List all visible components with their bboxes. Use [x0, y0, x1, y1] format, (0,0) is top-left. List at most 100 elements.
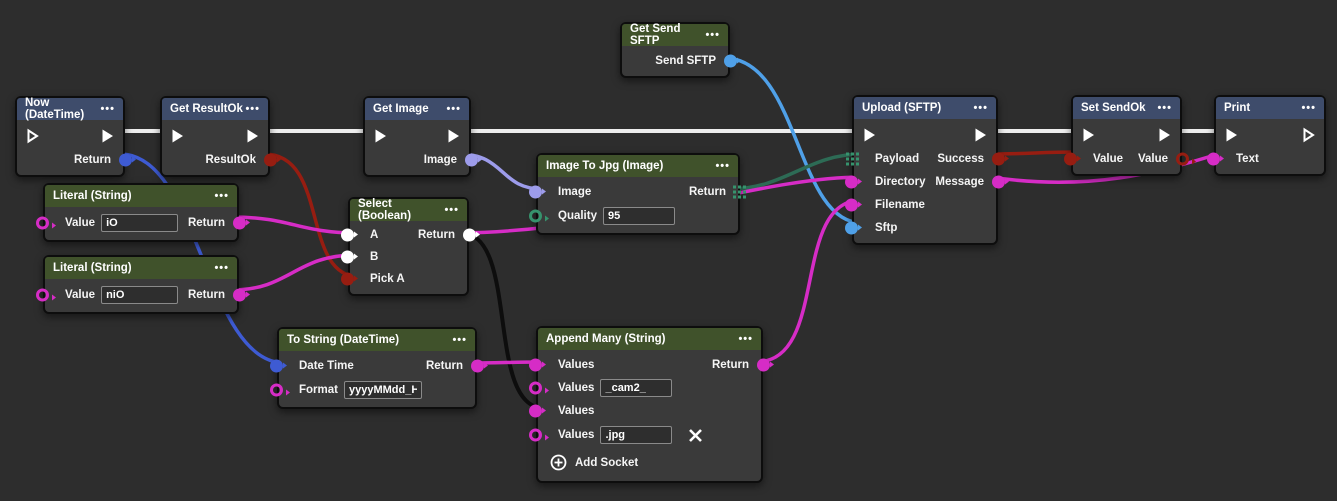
- return-output-pin[interactable]: [233, 289, 246, 302]
- node-literal-string-1[interactable]: Literal (String) ••• Value Return: [43, 183, 239, 242]
- resultok-output-pin[interactable]: [264, 153, 277, 166]
- format-field[interactable]: [344, 381, 422, 399]
- node-upload-sftp[interactable]: Upload (SFTP) ••• Payload Success: [852, 95, 998, 245]
- quality-field[interactable]: [603, 207, 675, 225]
- node-menu-button[interactable]: •••: [446, 104, 461, 114]
- text-input-pin[interactable]: [1207, 152, 1220, 165]
- value-input-pin[interactable]: [36, 217, 49, 230]
- node-header[interactable]: Set SendOk •••: [1073, 97, 1180, 119]
- node-menu-button[interactable]: •••: [452, 335, 467, 345]
- node-menu-button[interactable]: •••: [100, 104, 115, 114]
- exec-out-pin[interactable]: [246, 128, 259, 144]
- values3-input-pin[interactable]: [529, 404, 542, 417]
- node-header[interactable]: Get Send SFTP •••: [622, 24, 728, 46]
- image-output-pin[interactable]: [465, 153, 478, 166]
- node-header[interactable]: Append Many (String) •••: [538, 328, 761, 350]
- exec-out-pin[interactable]: [101, 128, 114, 144]
- node-menu-button[interactable]: •••: [705, 30, 720, 40]
- return-bytes-output-pin[interactable]: [733, 185, 746, 198]
- return-output-pin[interactable]: [233, 217, 246, 230]
- node-set-sendok[interactable]: Set SendOk ••• Value Value: [1071, 95, 1182, 176]
- quality-input-pin[interactable]: [529, 210, 542, 223]
- wire-sendsftp-upload-sftp[interactable]: [724, 58, 862, 223]
- values2-field[interactable]: [600, 379, 672, 397]
- node-header[interactable]: Get ResultOk •••: [162, 98, 268, 120]
- value-field[interactable]: [101, 214, 178, 232]
- exec-in-pin[interactable]: [1082, 127, 1095, 143]
- b-input-pin[interactable]: [341, 251, 354, 264]
- sftp-input-pin[interactable]: [845, 221, 858, 234]
- node-get-image[interactable]: Get Image ••• Image: [363, 96, 471, 177]
- node-header[interactable]: Get Image •••: [365, 98, 469, 120]
- pick-a-input-pin[interactable]: [341, 273, 354, 286]
- exec-out-pin[interactable]: [1158, 127, 1171, 143]
- node-menu-button[interactable]: •••: [1301, 103, 1316, 113]
- node-header[interactable]: Image To Jpg (Image) •••: [538, 155, 738, 177]
- pin-label: Text: [1236, 153, 1259, 165]
- filename-input-pin[interactable]: [845, 198, 858, 211]
- pin-label: Format: [299, 384, 338, 396]
- node-image-to-jpg[interactable]: Image To Jpg (Image) ••• Image Return Qu…: [536, 153, 740, 235]
- add-socket-button[interactable]: Add Socket: [550, 454, 638, 471]
- return-output-pin[interactable]: [119, 153, 132, 166]
- node-to-string-datetime[interactable]: To String (DateTime) ••• Date Time Retur…: [277, 327, 477, 409]
- return-output-pin[interactable]: [471, 359, 484, 372]
- exec-in-pin[interactable]: [374, 128, 387, 144]
- node-get-send-sftp[interactable]: Get Send SFTP ••• Send SFTP: [620, 22, 730, 78]
- node-get-resultok[interactable]: Get ResultOk ••• ResultOk: [160, 96, 270, 177]
- exec-out-pin[interactable]: [1302, 127, 1315, 143]
- values4-input-pin[interactable]: [529, 429, 542, 442]
- pin-label: Value: [1138, 153, 1168, 165]
- node-append-many-string[interactable]: Append Many (String) ••• Values Return V…: [536, 326, 763, 483]
- message-output-pin[interactable]: [992, 175, 1005, 188]
- exec-in-pin[interactable]: [1225, 127, 1238, 143]
- node-header[interactable]: Print •••: [1216, 97, 1324, 119]
- image-input-pin[interactable]: [529, 185, 542, 198]
- payload-bytes-input-pin[interactable]: [846, 152, 859, 165]
- node-menu-button[interactable]: •••: [1157, 103, 1172, 113]
- return-output-pin[interactable]: [463, 229, 476, 242]
- node-print[interactable]: Print ••• Text: [1214, 95, 1326, 176]
- value-input-pin[interactable]: [1064, 152, 1077, 165]
- send-sftp-output-pin[interactable]: [724, 54, 737, 67]
- node-menu-button[interactable]: •••: [245, 104, 260, 114]
- node-header[interactable]: Now (DateTime) •••: [17, 98, 123, 120]
- node-menu-button[interactable]: •••: [214, 191, 229, 201]
- node-menu-button[interactable]: •••: [973, 103, 988, 113]
- return-output-pin[interactable]: [757, 358, 770, 371]
- directory-input-pin[interactable]: [845, 175, 858, 188]
- node-header[interactable]: Literal (String) •••: [45, 185, 237, 207]
- node-menu-button[interactable]: •••: [715, 161, 730, 171]
- values2-input-pin[interactable]: [529, 381, 542, 394]
- node-header[interactable]: To String (DateTime) •••: [279, 329, 475, 351]
- wire-literal2-select-b[interactable]: [232, 255, 356, 290]
- date-time-input-pin[interactable]: [270, 359, 283, 372]
- node-literal-string-2[interactable]: Literal (String) ••• Value Return: [43, 255, 239, 314]
- pin-label: Values: [558, 405, 594, 417]
- node-header[interactable]: Select (Boolean) •••: [350, 199, 467, 221]
- success-output-pin[interactable]: [992, 152, 1005, 165]
- values1-input-pin[interactable]: [529, 358, 542, 371]
- a-input-pin[interactable]: [341, 229, 354, 242]
- node-title: Now (DateTime): [25, 97, 100, 121]
- exec-in-pin[interactable]: [863, 127, 876, 143]
- delete-socket-button[interactable]: [688, 428, 703, 443]
- exec-out-pin[interactable]: [447, 128, 460, 144]
- values4-field[interactable]: [600, 426, 672, 444]
- exec-out-pin[interactable]: [974, 127, 987, 143]
- node-select-boolean[interactable]: Select (Boolean) ••• A Return B Pick A: [348, 197, 469, 296]
- node-header[interactable]: Upload (SFTP) •••: [854, 97, 996, 119]
- node-menu-button[interactable]: •••: [738, 334, 753, 344]
- value-field[interactable]: [101, 286, 178, 304]
- node-now-datetime[interactable]: Now (DateTime) ••• Return: [15, 96, 125, 177]
- exec-in-pin[interactable]: [26, 128, 39, 144]
- node-header[interactable]: Literal (String) •••: [45, 257, 237, 279]
- node-menu-button[interactable]: •••: [444, 205, 459, 215]
- format-input-pin[interactable]: [270, 384, 283, 397]
- node-title: Append Many (String): [546, 333, 665, 345]
- value-input-pin[interactable]: [36, 289, 49, 302]
- value-output-pin[interactable]: [1176, 152, 1189, 165]
- exec-in-pin[interactable]: [171, 128, 184, 144]
- node-menu-button[interactable]: •••: [214, 263, 229, 273]
